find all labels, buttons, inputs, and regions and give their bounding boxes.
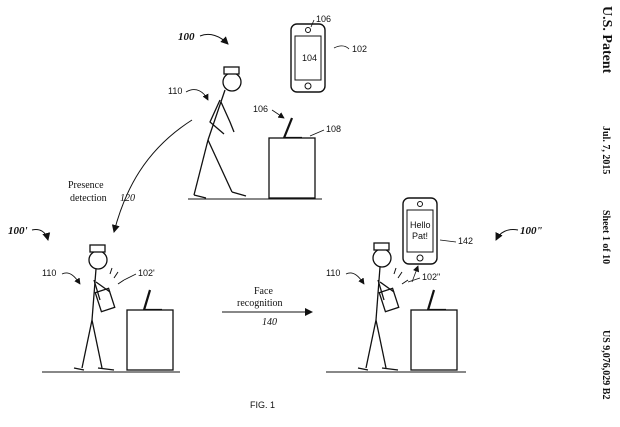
greeting-line-1: Hello <box>410 220 431 230</box>
ref-user-top: 110 <box>168 86 182 96</box>
stand-left <box>127 310 173 370</box>
scene-top: 100 104 106 102 110 <box>168 14 367 199</box>
presence-label-2: detection <box>70 193 107 204</box>
face-ref: 140 <box>262 317 277 328</box>
presence-label-1: Presence <box>68 180 104 191</box>
ref-device-top: 102 <box>352 44 367 54</box>
user-figure-top <box>194 67 246 198</box>
patent-date: Jul. 7, 2015 <box>600 126 611 174</box>
scene-left: 100' 110 102' <box>8 225 180 372</box>
presence-detection-arrow: Presence detection 120 <box>68 120 192 232</box>
phone-device-right: Hello Pat! <box>403 198 437 264</box>
ref-laptop-top: 106 <box>253 104 268 114</box>
presence-ref: 120 <box>120 193 135 204</box>
scene-label-right: 100" <box>520 225 543 237</box>
scene-top-arrow <box>200 34 228 44</box>
face-label-2: recognition <box>237 298 283 309</box>
patent-sheet: Sheet 1 of 10 <box>600 210 611 264</box>
user-figure-right <box>358 243 408 370</box>
ref-stand-top: 108 <box>326 124 341 134</box>
ref-device-right: 102" <box>422 272 440 282</box>
ref-user-right: 110 <box>326 268 340 278</box>
patent-number: US 9,076,029 B2 <box>600 330 611 399</box>
screen-ref-top: 104 <box>302 53 317 63</box>
scene-right: 100" Hello Pat! 142 110 102" <box>326 198 543 372</box>
greeting-line-2: Pat! <box>412 231 428 241</box>
figure-caption: FIG. 1 <box>250 400 275 410</box>
user-figure-left <box>74 245 124 370</box>
stand-right <box>411 310 457 370</box>
phone-device-top: 104 <box>291 24 325 92</box>
laptop-left <box>144 290 162 310</box>
laptop-top <box>284 118 302 138</box>
stand-top <box>269 138 315 198</box>
ref-device-left: 102' <box>138 268 155 278</box>
laptop-right <box>428 290 446 310</box>
scene-label-top: 100 <box>178 31 195 43</box>
ref-phone-top: 106 <box>316 14 331 24</box>
face-label-1: Face <box>254 286 273 297</box>
scene-label-left: 100' <box>8 225 28 237</box>
ref-phone-right: 142 <box>458 236 473 246</box>
ref-user-left: 110 <box>42 268 56 278</box>
face-recognition-arrow: Face recognition 140 <box>222 286 312 328</box>
patent-title: U.S. Patent <box>599 6 614 74</box>
patent-header: U.S. Patent Jul. 7, 2015 Sheet 1 of 10 U… <box>599 6 614 399</box>
